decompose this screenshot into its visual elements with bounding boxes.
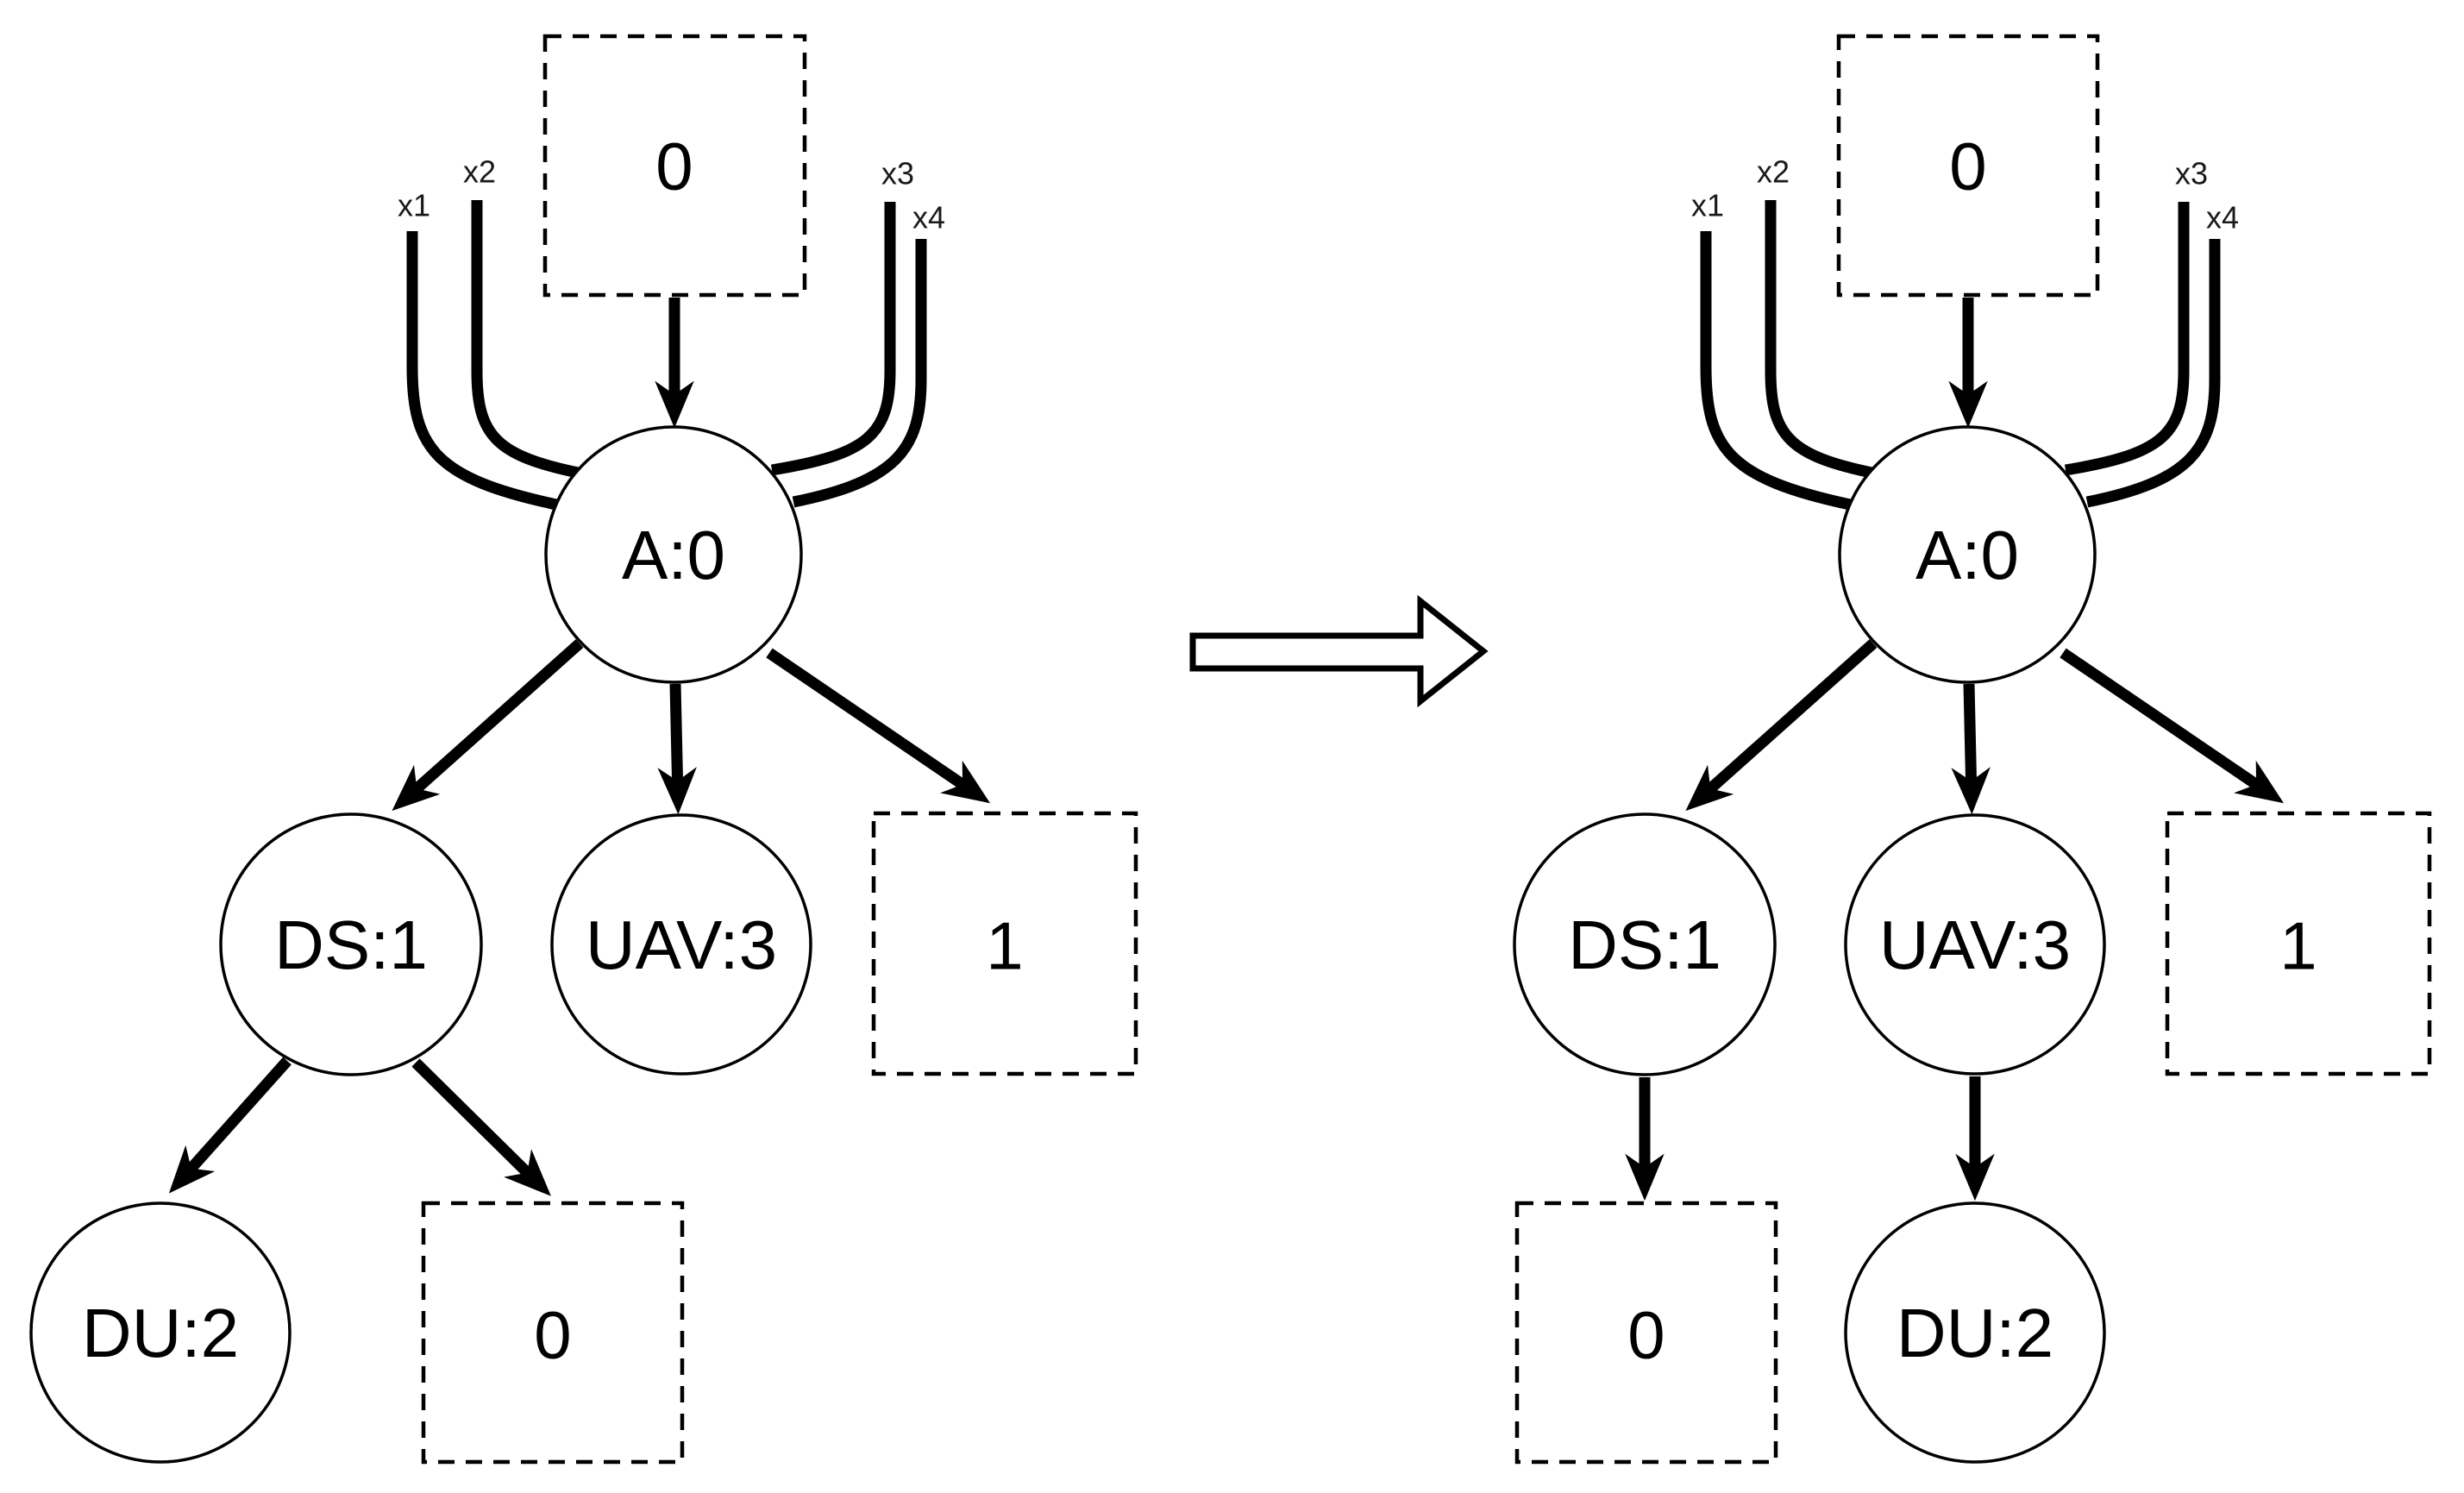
left-node-a xyxy=(544,425,803,684)
left-node-uav xyxy=(550,813,812,1076)
left-node-ds xyxy=(219,812,483,1076)
left-edge-a-to-uav xyxy=(657,683,697,815)
left-slot-one-label: 1 xyxy=(986,907,1023,983)
left-slot-zero-label: 0 xyxy=(534,1296,571,1372)
right-root-slot-box xyxy=(1836,34,2100,298)
right-node-ds xyxy=(1513,812,1777,1076)
right-input-label-x1: x1 xyxy=(1691,188,1724,223)
left-input-label-x4: x4 xyxy=(912,200,945,235)
left-root-slot-box xyxy=(542,34,807,298)
right-slot-zero-box xyxy=(1514,1201,1778,1465)
right-node-du xyxy=(1844,1201,2106,1464)
right-input-label-x2: x2 xyxy=(1757,154,1790,190)
right-edge-a-to-slotone xyxy=(2060,648,2285,804)
left-edge-a-to-ds xyxy=(392,639,584,812)
left-node-a-label: A:0 xyxy=(622,517,725,593)
left-input-label-x3: x3 xyxy=(881,156,914,191)
left-input-label-x2: x2 xyxy=(463,154,496,190)
right-node-uav xyxy=(1844,813,2106,1076)
right-tree: x1 x2 x3 x4 0 A:0 DS:1 UAV:3 1 0 DU:2 xyxy=(1513,34,2432,1465)
left-slot-one-box xyxy=(871,811,1138,1076)
right-input-wire-x1 xyxy=(1700,231,1852,511)
right-root-slot-label: 0 xyxy=(1949,128,1986,204)
left-node-ds-label: DS:1 xyxy=(274,906,428,983)
right-node-a-label: A:0 xyxy=(1915,517,2019,593)
left-input-wire-x3 xyxy=(770,202,896,476)
right-node-a xyxy=(1838,425,2097,684)
right-edge-a-to-ds xyxy=(1685,639,1878,812)
left-edge-ds-to-du xyxy=(168,1057,292,1194)
right-slot-one-box xyxy=(2165,811,2432,1076)
left-slot-zero-box xyxy=(421,1201,685,1465)
left-node-uav-label: UAV:3 xyxy=(586,906,777,983)
right-input-wire-x4 xyxy=(2085,239,2221,508)
right-node-uav-label: UAV:3 xyxy=(1879,906,2071,983)
left-edge-ds-to-slotzero xyxy=(411,1058,551,1196)
left-edge-a-to-slotone xyxy=(766,648,991,804)
right-node-ds-label: DS:1 xyxy=(1568,906,1721,983)
right-input-wire-x3 xyxy=(2064,202,2190,476)
left-input-label-x1: x1 xyxy=(398,188,430,223)
left-input-wire-x4 xyxy=(792,239,927,508)
right-input-label-x4: x4 xyxy=(2206,200,2239,235)
transform-arrow xyxy=(1189,594,1489,708)
left-node-du-label: DU:2 xyxy=(82,1295,239,1371)
right-node-du-label: DU:2 xyxy=(1897,1295,2053,1371)
right-input-label-x3: x3 xyxy=(2175,156,2208,191)
right-edge-a-to-uav xyxy=(1951,683,1991,815)
left-tree: x1 x2 x3 x4 0 A:0 DS:1 UAV:3 1 DU:2 0 xyxy=(29,34,1138,1465)
right-slot-one-label: 1 xyxy=(2279,907,2317,983)
left-input-wire-x1 xyxy=(406,231,558,511)
right-slot-zero-label: 0 xyxy=(1627,1296,1665,1372)
left-root-slot-label: 0 xyxy=(655,128,693,204)
right-input-wire-x2 xyxy=(1765,200,1873,479)
left-node-du xyxy=(29,1201,292,1464)
left-input-wire-x2 xyxy=(471,200,580,479)
